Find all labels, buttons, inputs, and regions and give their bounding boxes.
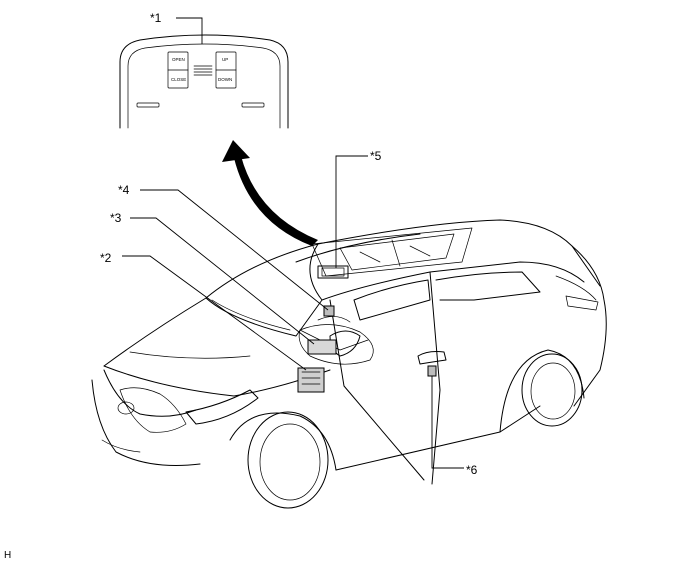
overhead-console-inset: OPEN CLOSE UP DOWN *1 [119, 11, 289, 129]
leader-line-3 [130, 217, 315, 345]
corner-mark: H [4, 550, 11, 561]
callout-4: *4 [118, 183, 130, 197]
callout-labels: *2 *3 *4 *5 *6 [100, 149, 478, 477]
leader-line-1 [176, 17, 203, 44]
sliding-roof-glass [311, 227, 473, 277]
front-wheel [229, 411, 337, 509]
component-4 [323, 305, 335, 317]
pointer-arrow [222, 140, 318, 246]
callout-1: *1 [150, 11, 162, 25]
component-6 [427, 365, 437, 377]
down-label: DOWN [218, 77, 232, 82]
sliding-roof-switch: OPEN CLOSE [167, 51, 189, 89]
tilt-switch: UP DOWN [215, 51, 237, 89]
callout-2: *2 [100, 251, 112, 265]
callout-3: *3 [110, 211, 122, 225]
component-3 [307, 339, 337, 355]
rear-wheel [499, 349, 585, 433]
leader-line-5 [335, 155, 368, 268]
component-2 [297, 367, 325, 393]
center-grille [193, 65, 213, 76]
vehicle-illustration [91, 219, 607, 509]
component-markers [297, 305, 437, 393]
leader-line-2 [122, 255, 307, 371]
leader-line-6 [431, 376, 464, 469]
leader-line-4 [140, 189, 329, 311]
callout-5: *5 [370, 149, 382, 163]
close-label: CLOSE [171, 77, 186, 82]
up-label: UP [222, 57, 228, 62]
callout-6: *6 [466, 463, 478, 477]
open-label: OPEN [172, 57, 185, 62]
